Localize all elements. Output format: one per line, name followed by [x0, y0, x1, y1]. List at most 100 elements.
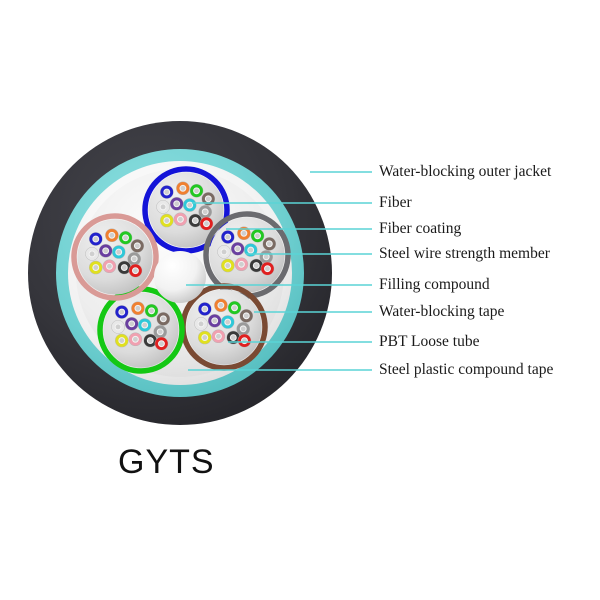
tube-green-fiber-3: [145, 304, 158, 318]
tube-brown-fiber-8: [236, 322, 250, 336]
tube-blue-fiber-core-2: [180, 185, 186, 191]
tube-brown-fiber-core-3: [232, 305, 237, 311]
tube-pink[interactable]: [71, 213, 159, 301]
tube-pink-fiber-core-8: [131, 256, 137, 262]
tube-brown-fiber-core-6: [212, 318, 218, 324]
tube-pink-fiber-2: [105, 228, 119, 242]
tube-brown-fiber-5: [194, 317, 208, 331]
tube-gray-fiber-6: [231, 242, 245, 256]
tube-brown-fiber-2: [214, 298, 228, 312]
tube-pink-fiber-4: [130, 239, 144, 253]
tube-brown-fiber-core-8: [240, 326, 246, 332]
tube-pink-fiber-12: [129, 264, 142, 277]
tube-pink-fiber-7: [112, 245, 126, 259]
label-water-blocking-outer-jacket: Water-blocking outer jacket: [379, 163, 552, 180]
tube-gray-fiber-core-10: [239, 261, 244, 267]
tube-green-fiber-8: [153, 325, 167, 339]
tube-pink-fiber-core-10: [107, 263, 112, 269]
tube-blue-fiber-core-9: [164, 218, 170, 223]
leader-line-group: [186, 171, 372, 371]
tube-blue-fiber-core-3: [194, 188, 199, 194]
tube-gray-fiber-core-6: [235, 246, 241, 252]
tube-gray-fiber-1: [221, 230, 235, 244]
label-pbt-loose-tube: PBT Loose tube: [379, 333, 480, 350]
tube-brown-fiber-core-2: [218, 302, 224, 308]
tube-green-fiber-9: [115, 334, 129, 347]
tube-gray-fiber-3: [251, 229, 264, 243]
tube-pink-jacket: [71, 213, 159, 301]
tube-blue-fiber-core-8: [202, 209, 208, 215]
label-fiber-coating: Fiber coating: [379, 220, 462, 237]
tube-blue[interactable]: [142, 166, 230, 254]
tube-pink-fiber-11: [117, 261, 131, 274]
tube-pink-fiber-core-5: [89, 251, 95, 257]
tube-green[interactable]: [97, 286, 185, 374]
tube-pink-fiber-3: [119, 231, 132, 245]
tube-brown-fiber-6: [208, 314, 222, 328]
tube-pink-fiber-9: [89, 261, 103, 274]
tube-brown-fiber-core-9: [202, 335, 208, 340]
tube-green-fiber-10: [129, 332, 142, 346]
tube-gray-fiber-core-2: [241, 230, 247, 236]
tube-gray[interactable]: [203, 211, 291, 299]
tube-gray-fiber-5: [217, 245, 231, 259]
tube-brown[interactable]: [180, 283, 268, 371]
tube-green-fiber-11: [143, 334, 157, 347]
tube-green-fiber-core-3: [149, 308, 154, 314]
tube-gray-fiber-core-11: [253, 263, 259, 268]
tube-pink-fiber-core-7: [116, 249, 122, 255]
tube-green-fiber-1: [115, 305, 129, 319]
tube-blue-fiber-6: [170, 197, 184, 211]
tube-blue-fiber-9: [160, 214, 174, 227]
tube-green-fiber-core-6: [129, 321, 135, 327]
tube-green-fiber-5: [111, 320, 125, 334]
tube-gray-fiber-core-7: [248, 247, 254, 253]
tube-blue-fiber-5: [156, 200, 170, 214]
tube-brown-fiber-10: [212, 329, 225, 343]
label-steel-wire-strength-member: Steel wire strength member: [379, 245, 550, 262]
tube-blue-fiber-core-12: [204, 221, 209, 227]
tube-brown-fiber-7: [221, 315, 235, 329]
tube-blue-fiber-core-1: [164, 189, 170, 195]
tube-pink-fiber-core-12: [133, 268, 138, 274]
tube-blue-fiber-core-10: [178, 216, 183, 222]
tube-green-fiber-core-12: [159, 341, 164, 347]
tube-brown-fiber-3: [228, 301, 241, 315]
tube-blue-fiber-8: [198, 205, 212, 219]
tube-brown-fiber-core-4: [243, 313, 249, 319]
tube-green-fiber-7: [138, 318, 152, 332]
tube-gray-fiber-10: [235, 257, 248, 271]
tube-pink-fiber-1: [89, 232, 103, 246]
tube-brown-fiber-core-10: [216, 333, 221, 339]
tube-brown-fiber-core-7: [225, 319, 231, 325]
central-strength-member-group: [154, 251, 206, 303]
loose-tube-group: [71, 166, 291, 374]
tube-gray-fiber-core-5: [221, 249, 227, 255]
tube-pink-fiber-6: [99, 244, 113, 258]
tube-pink-fiber-core-1: [93, 236, 99, 242]
tube-green-fiber-12: [155, 337, 168, 350]
tube-brown-fiber-core-11: [230, 335, 236, 340]
tube-green-fiber-core-11: [147, 338, 153, 343]
tube-gray-fiber-8: [259, 250, 273, 264]
tube-brown-fiber-4: [239, 309, 253, 323]
label-water-blocking-tape: Water-blocking tape: [379, 303, 505, 320]
tube-gray-fiber-4: [262, 237, 276, 251]
tube-green-fiber-core-7: [142, 322, 148, 328]
tube-pink-fiber-core-2: [109, 232, 115, 238]
tube-green-fiber-core-4: [160, 316, 166, 322]
tube-blue-fiber-7: [183, 198, 197, 212]
tube-green-fiber-core-10: [133, 336, 138, 342]
tube-gray-fiber-core-9: [225, 263, 231, 268]
page-title: GYTS: [118, 443, 215, 481]
tube-blue-jacket: [142, 166, 230, 254]
tube-gray-fiber-9: [221, 259, 235, 272]
tube-gray-fiber-core-12: [265, 266, 270, 272]
tube-blue-fiber-core-7: [187, 202, 193, 208]
tube-blue-fiber-4: [201, 192, 215, 206]
label-filling-compound: Filling compound: [379, 276, 490, 293]
tube-pink-fiber-core-4: [134, 243, 140, 249]
tube-pink-fiber-core-3: [123, 235, 128, 241]
tube-green-fiber-core-1: [119, 309, 125, 315]
